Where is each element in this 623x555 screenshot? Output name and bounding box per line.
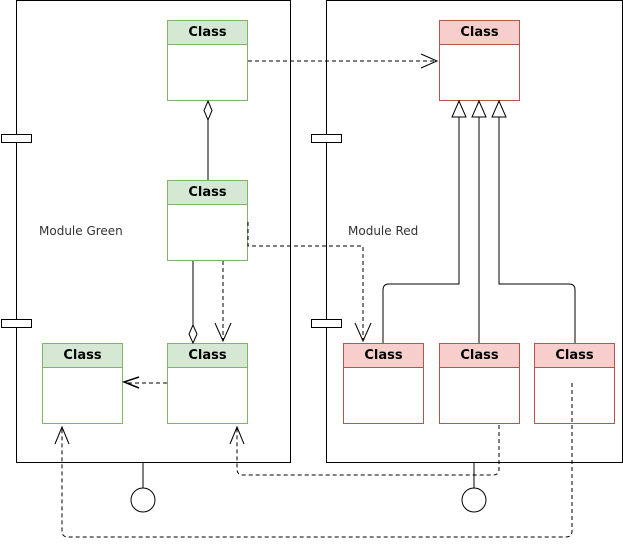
module-green-port-top bbox=[1, 134, 32, 143]
class-red-top[interactable]: Class bbox=[439, 20, 520, 101]
module-green-port-bottom bbox=[1, 319, 32, 328]
class-red-left[interactable]: Class bbox=[343, 343, 424, 424]
module-red-label: Module Red bbox=[348, 224, 419, 238]
class-name: Class bbox=[344, 344, 423, 368]
interface-circle-green[interactable] bbox=[130, 487, 156, 513]
class-red-right[interactable]: Class bbox=[534, 343, 615, 424]
class-name: Class bbox=[168, 181, 247, 205]
module-red-port-top bbox=[311, 134, 342, 143]
class-green-mid[interactable]: Class bbox=[167, 180, 248, 261]
class-name: Class bbox=[43, 344, 122, 368]
class-red-mid[interactable]: Class bbox=[439, 343, 520, 424]
class-name: Class bbox=[440, 21, 519, 45]
class-name: Class bbox=[168, 344, 247, 368]
class-green-top[interactable]: Class bbox=[167, 20, 248, 101]
class-green-bottom-left[interactable]: Class bbox=[42, 343, 123, 424]
module-green-label: Module Green bbox=[39, 224, 123, 238]
interface-circle-red[interactable] bbox=[461, 487, 487, 513]
class-name: Class bbox=[535, 344, 614, 368]
class-name: Class bbox=[168, 21, 247, 45]
class-name: Class bbox=[440, 344, 519, 368]
module-red-port-bottom bbox=[311, 319, 342, 328]
class-green-bottom-right[interactable]: Class bbox=[167, 343, 248, 424]
